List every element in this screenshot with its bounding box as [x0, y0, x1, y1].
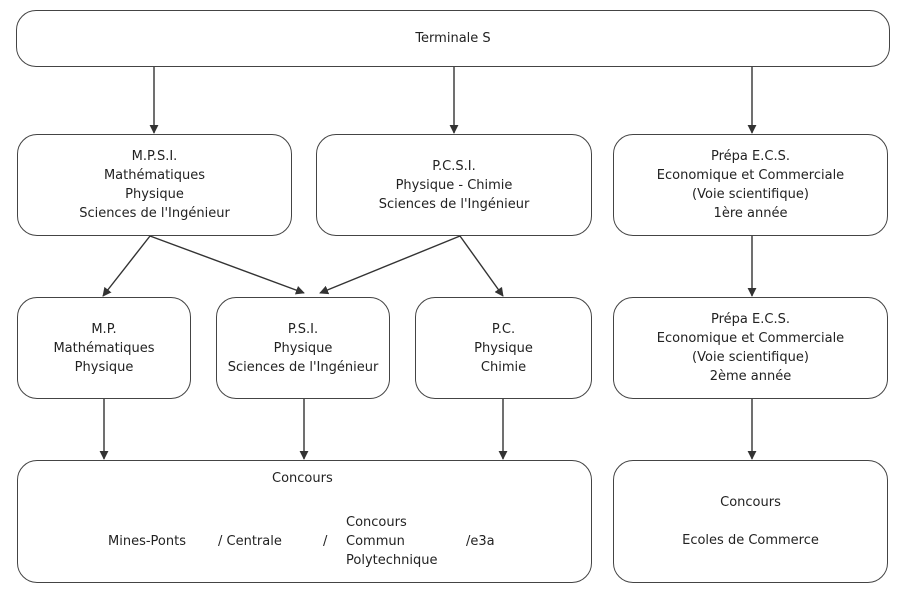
pcsi-line-1: Physique - Chimie: [395, 177, 513, 193]
pc-box: P.C. Physique Chimie: [415, 297, 592, 399]
concours-e3a: /e3a: [466, 534, 495, 549]
terminale-s-box: Terminale S: [16, 10, 890, 67]
pc-title: P.C.: [491, 321, 516, 337]
concours-ingenieurs-box: Concours Mines-Ponts / Centrale / Concou…: [17, 460, 592, 583]
concours-separator: /: [323, 534, 328, 549]
concours-left-title: Concours: [272, 471, 333, 486]
mp-line-2: Physique: [74, 359, 134, 375]
psi-box: P.S.I. Physique Sciences de l'Ingénieur: [216, 297, 390, 399]
arrow-pcsi-to-pc: [459, 235, 504, 297]
arrow-mpsi-to-mp: [102, 235, 151, 297]
terminale-s-label: Terminale S: [415, 31, 491, 46]
arrow-pcsi-to-psi: [319, 235, 461, 295]
ecs2-line-2: (Voie scientifique): [692, 350, 809, 365]
ecs1-line-1: Economique et Commerciale: [656, 168, 845, 183]
concours-right-title: Concours: [720, 495, 781, 510]
psi-title: P.S.I.: [287, 321, 319, 337]
concours-centrale: / Centrale: [218, 534, 282, 549]
psi-line-2: Sciences de l'Ingénieur: [227, 359, 379, 375]
mpsi-line-2: Physique: [125, 187, 184, 202]
ecs1-line-2: (Voie scientifique): [692, 187, 809, 202]
ecs1-title: Prépa E.C.S.: [711, 149, 790, 164]
psi-line-1: Physique: [273, 340, 333, 356]
ecs2-line-1: Economique et Commerciale: [656, 331, 845, 346]
ccp-line-3: Polytechnique: [346, 553, 438, 568]
ccp-line-1: Concours: [346, 515, 407, 530]
pcsi-line-2: Sciences de l'Ingénieur: [378, 196, 530, 212]
prepa-ecs-year2-box: Prépa E.C.S. Economique et Commerciale (…: [613, 297, 888, 399]
mpsi-line-3: Sciences de l'Ingénieur: [79, 206, 230, 221]
concours-commerce-box: Concours Ecoles de Commerce: [613, 460, 888, 583]
mp-line-1: Mathématiques: [53, 340, 155, 356]
concours-mines-ponts: Mines-Ponts: [108, 534, 186, 549]
ecs2-title: Prépa E.C.S.: [711, 312, 790, 327]
arrow-mpsi-to-psi: [149, 235, 305, 295]
mpsi-title: M.P.S.I.: [131, 149, 178, 164]
mpsi-box: M.P.S.I. Mathématiques Physique Sciences…: [17, 134, 292, 236]
mp-box: M.P. Mathématiques Physique: [17, 297, 191, 399]
ecs1-line-3: 1ère année: [713, 206, 788, 221]
prepa-ecs-year1-box: Prépa E.C.S. Economique et Commerciale (…: [613, 134, 888, 236]
mpsi-line-1: Mathématiques: [103, 168, 206, 183]
pc-line-2: Chimie: [480, 359, 527, 375]
mp-title: M.P.: [91, 321, 117, 337]
pc-line-1: Physique: [474, 340, 533, 356]
pcsi-box: P.C.S.I. Physique - Chimie Sciences de l…: [316, 134, 592, 236]
ccp-line-2: Commun: [346, 534, 405, 549]
ecs2-line-3: 2ème année: [709, 369, 792, 384]
concours-right-line-1: Ecoles de Commerce: [682, 533, 819, 548]
pcsi-title: P.C.S.I.: [432, 158, 476, 174]
